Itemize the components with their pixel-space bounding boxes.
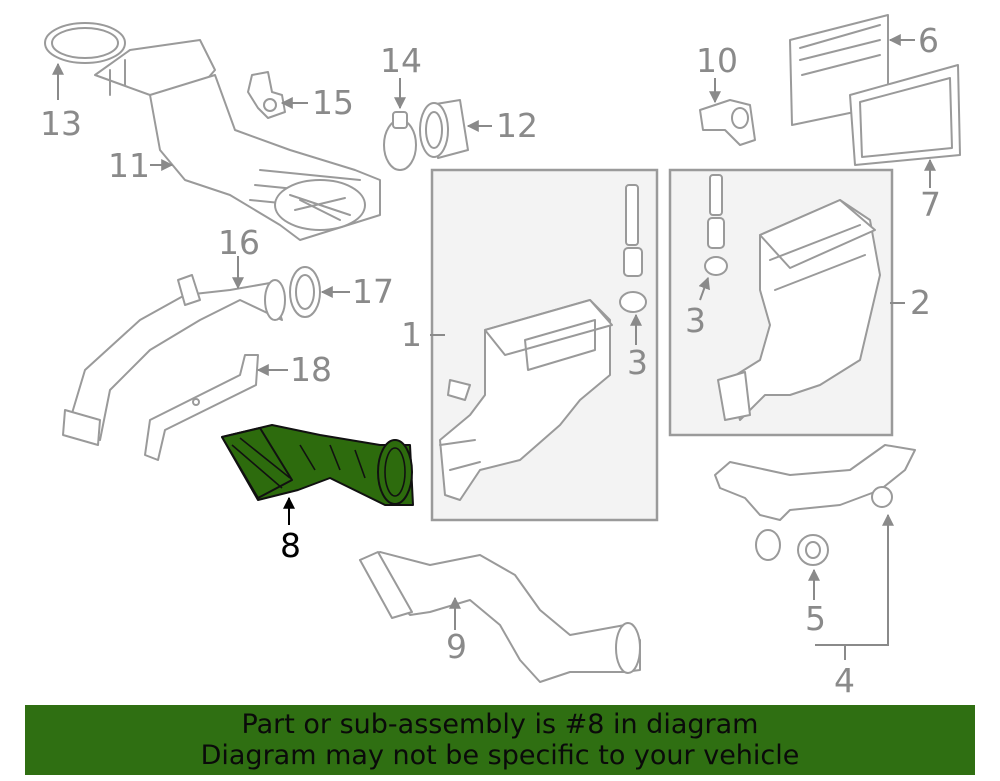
- part-18-bracket[interactable]: [144, 354, 259, 461]
- callout-4: 4: [834, 661, 855, 700]
- part-7-filter[interactable]: [849, 64, 961, 166]
- leader-4: [815, 513, 894, 646]
- callout-9: 9: [446, 627, 467, 666]
- leader-3b: [698, 276, 710, 301]
- callout-13: 13: [40, 104, 82, 143]
- callout-14: 14: [380, 41, 422, 80]
- callout-2: 2: [910, 283, 931, 322]
- part-9-duct[interactable]: [359, 551, 641, 683]
- callout-15: 15: [312, 83, 354, 122]
- part-17-gasket[interactable]: [289, 266, 321, 318]
- part-3-hardware-left[interactable]: [704, 174, 728, 276]
- part-10-sensor[interactable]: [699, 99, 756, 146]
- part-14-clamp[interactable]: [383, 111, 417, 171]
- part-4-bracket[interactable]: [714, 444, 916, 561]
- info-banner: Part or sub-assembly is #8 in diagram Di…: [25, 705, 975, 775]
- part-12-sleeve[interactable]: [419, 99, 469, 159]
- callout-1: 1: [401, 315, 422, 354]
- callout-6: 6: [918, 21, 939, 60]
- callout-17: 17: [352, 272, 394, 311]
- callout-3b: 3: [685, 301, 706, 340]
- part-8-air-duct-highlighted[interactable]: [221, 424, 414, 506]
- callout-18: 18: [290, 350, 332, 389]
- callout-16: 16: [218, 223, 260, 262]
- part-11-intake-duct[interactable]: [94, 39, 381, 241]
- part-2-housing[interactable]: [717, 199, 881, 421]
- callout-8: 8: [280, 526, 301, 565]
- part-16-tube[interactable]: [62, 274, 286, 446]
- banner-line-1: Part or sub-assembly is #8 in diagram: [241, 709, 759, 740]
- part-1-housing[interactable]: [439, 299, 613, 501]
- part-13-seal-ring[interactable]: [44, 22, 126, 64]
- callout-10: 10: [696, 41, 738, 80]
- callout-11: 11: [108, 146, 150, 185]
- callout-5: 5: [805, 599, 826, 638]
- callout-3a: 3: [627, 343, 648, 382]
- part-3-hardware-right[interactable]: [619, 184, 647, 313]
- banner-line-2: Diagram may not be specific to your vehi…: [200, 740, 800, 771]
- callout-7: 7: [920, 185, 941, 224]
- parts-diagram: 13 11 15 14 12 16: [40, 14, 961, 700]
- part-15-sensor[interactable]: [247, 71, 286, 119]
- callout-12: 12: [496, 106, 538, 145]
- part-5-grommet[interactable]: [797, 534, 829, 566]
